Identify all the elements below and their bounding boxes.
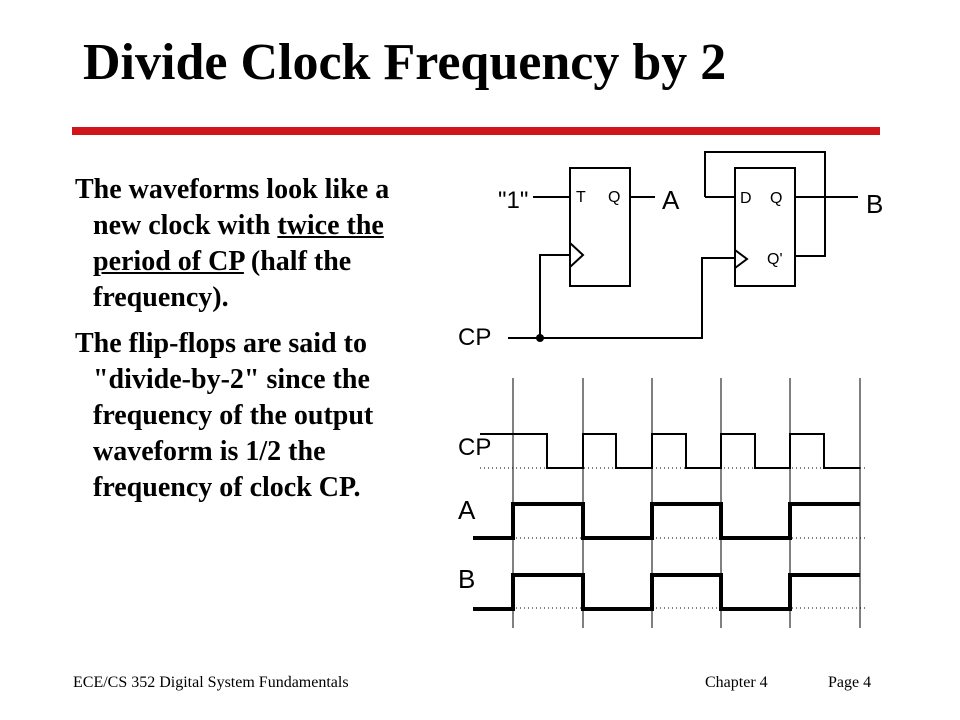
b-waveform-label: B [458,564,475,594]
cp-junction-dot [536,334,544,342]
course-footer: ECE/CS 352 Digital System Fundamentals [73,674,349,691]
bullet-list: The waveforms look like a new clock with… [75,172,415,516]
cp-input-label: CP [458,324,491,351]
q-output-label-a: Q [608,189,620,206]
timing-diagram: CP A B [458,378,865,628]
t-ff-clock-triangle [569,242,585,268]
feedback-wire [704,151,826,257]
a-waveform-label: A [458,495,476,525]
flip-flop-circuit-diagram: "1" T Q A D Q Q' B CP [458,151,883,351]
t-input-label: T [576,189,586,206]
a-output-label: A [662,185,680,215]
d-flip-flop-box [734,167,796,287]
b-output-label: B [866,189,883,219]
b-waveform [473,573,860,611]
bullet-1-underlined-text: twice the period of CP [93,210,384,277]
bullet-1-text-start: The waveforms look like a new clock with [75,174,390,241]
q-prime-label: Q' [767,251,783,268]
title-divider [72,127,880,135]
d-input-label: D [740,190,752,207]
t-flip-flop-box [569,167,631,287]
cp-waveform [480,433,860,469]
page-number-footer: Page 4 [828,674,872,691]
cp-wire [508,257,735,339]
q-output-label-b: Q [770,190,782,207]
bullet-2-text: The flip-flops are said to "divide-by-2"… [75,328,374,503]
bullet-item-1: The waveforms look like a new clock with… [75,172,415,316]
d-ff-clock-triangle [734,249,749,269]
one-input-label: "1" [498,187,528,214]
bullet-item-2: The flip-flops are said to "divide-by-2"… [75,326,415,506]
t-ff-clock-wire [539,254,570,338]
bullet-1-text-end: (half the frequency). [93,246,352,313]
chapter-footer: Chapter 4 [705,674,768,691]
cp-waveform-label: CP [458,434,491,461]
a-waveform [473,502,860,540]
slide-title: Divide Clock Frequency by 2 [83,34,727,91]
